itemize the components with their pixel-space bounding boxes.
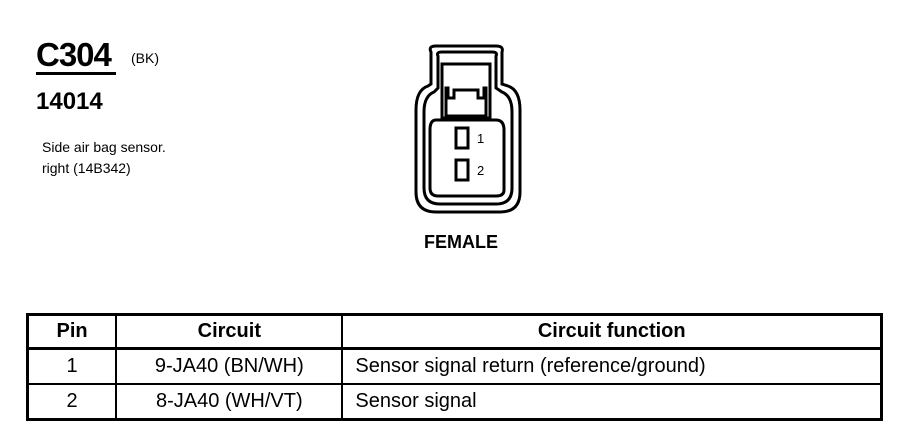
circuit-function: Sensor signal xyxy=(341,383,883,421)
connector-face-diagram: 1 2 xyxy=(414,44,522,214)
latch-frame xyxy=(440,62,492,120)
pin-cavity-2 xyxy=(454,158,470,182)
description-line-2: right (14B342) xyxy=(42,160,131,176)
connector-gender-label: FEMALE xyxy=(424,232,498,252)
circuit-function: Sensor signal return (reference/ground) xyxy=(341,347,883,385)
connector-id: C304 xyxy=(36,36,112,73)
header-pin: Pin xyxy=(26,313,118,350)
part-number: 14014 xyxy=(36,88,103,115)
pin-number: 1 xyxy=(26,347,118,385)
pin-table-header-row: Pin Circuit Circuit function xyxy=(26,313,883,350)
pin-number: 2 xyxy=(26,383,118,421)
pin-label-1: 1 xyxy=(477,131,484,146)
header-circuit-function: Circuit function xyxy=(341,313,883,350)
header-circuit: Circuit xyxy=(115,313,344,350)
description-line-1: Side air bag sensor. xyxy=(42,139,166,155)
connector-id-underline xyxy=(36,72,116,75)
table-row: 1 9-JA40 (BN/WH) Sensor signal return (r… xyxy=(26,347,883,385)
connector-outer-housing xyxy=(414,44,522,214)
pin-label-2: 2 xyxy=(477,163,484,178)
latch-tab xyxy=(444,86,488,118)
pin-table: Pin Circuit Circuit function 1 9-JA40 (B… xyxy=(26,313,883,421)
table-row: 2 8-JA40 (WH/VT) Sensor signal xyxy=(26,383,883,421)
color-code: (BK) xyxy=(131,50,159,66)
connector-inner-housing xyxy=(422,50,514,206)
circuit-code: 9-JA40 (BN/WH) xyxy=(115,347,344,385)
pin-cavity-1 xyxy=(454,126,470,150)
circuit-code: 8-JA40 (WH/VT) xyxy=(115,383,344,421)
cavity-frame xyxy=(428,118,506,198)
